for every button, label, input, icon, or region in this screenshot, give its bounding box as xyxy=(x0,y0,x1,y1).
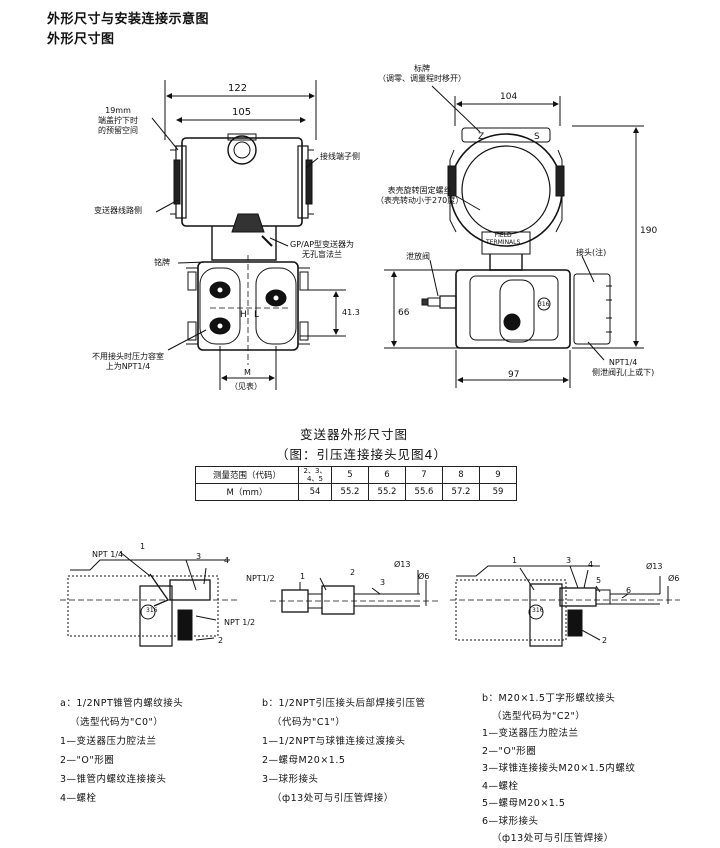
circuit-side-label: 变送器线路侧 xyxy=(94,206,142,215)
table-code: 8 xyxy=(442,466,480,484)
fitting-label: 接头(注) xyxy=(576,248,607,257)
connection-b-drawing xyxy=(270,570,440,615)
desc-line: a：1/2NPT锥管内螺纹接头 xyxy=(60,698,184,709)
b-num-2: 2 xyxy=(350,568,356,577)
desc-line: 4—螺栓 xyxy=(60,793,97,804)
c-num-3: 3 xyxy=(566,556,572,565)
dim-190: 190 xyxy=(640,226,658,236)
dim-105: 105 xyxy=(232,107,252,118)
a-num-1: 1 xyxy=(140,542,146,551)
desc-line: 5—螺母M20×1.5 xyxy=(482,798,566,809)
table-value: 54 xyxy=(298,483,332,501)
b-d6: Ø6 xyxy=(418,572,430,581)
table-note: （图：引压连接接头见图4） xyxy=(276,447,447,462)
page-title: 外形尺寸与安装连接示意图 xyxy=(47,12,210,27)
desc-line: （ф13处可与引压管焊接） xyxy=(272,793,394,804)
side-vent-label: NPT1/4 侧泄阀孔(上或下) xyxy=(592,358,655,377)
c-num-4: 4 xyxy=(588,560,594,569)
cover-space-label: 19mm 端盖拧下时 的预留空间 xyxy=(98,106,138,135)
field-terminals-text: FIELD TERMINALS xyxy=(486,232,521,246)
table-code: 2、3、 4、5 xyxy=(298,466,332,484)
c-d13: Ø13 xyxy=(646,562,663,571)
table-caption: 变送器外形尺寸图 xyxy=(300,427,409,442)
unused-port-label: 不用接头时压力容室 上为NPT1/4 xyxy=(92,352,164,371)
c-num-1: 1 xyxy=(512,556,518,565)
table-value: 55.6 xyxy=(405,483,443,501)
table-code: 7 xyxy=(405,466,443,484)
nameplate-label: 铭牌 xyxy=(154,258,170,267)
s-mark: S xyxy=(534,132,540,142)
b-num-1: 1 xyxy=(300,572,306,581)
l-label: L xyxy=(254,310,260,320)
dim-41-3: 41.3 xyxy=(342,308,360,317)
vent-valve-label: 泄放阀 xyxy=(406,252,430,261)
desc-line: 3—球锥连接接头M20×1.5内螺纹 xyxy=(482,763,636,774)
desc-line: b：M20×1.5丁字形螺纹接头 xyxy=(482,693,616,704)
desc-line: 3—球形接头 xyxy=(262,774,319,785)
table-code: 5 xyxy=(331,466,369,484)
table-code: 6 xyxy=(368,466,406,484)
desc-line: b：1/2NPT引压接头后部焊接引压管 xyxy=(262,698,426,709)
h-label: H xyxy=(240,310,247,320)
table-row-label: M（mm） xyxy=(195,483,299,501)
dim-104: 104 xyxy=(500,92,518,102)
desc-line: 6—球形接头 xyxy=(482,815,539,827)
table-value: 55.2 xyxy=(368,483,406,501)
desc-line: 1—变送器压力腔法兰 xyxy=(482,728,579,739)
table-value: 55.2 xyxy=(331,483,369,501)
connection-a-drawing xyxy=(60,551,238,647)
desc-line: 2—"O"形圈 xyxy=(60,755,115,766)
dim-97: 97 xyxy=(508,370,520,380)
desc-b: b：1/2NPT引压接头后部焊接引压管 （代码为"C1"） 1—1/2NPT与球… xyxy=(262,694,425,808)
a-npt14: NPT 1/4 xyxy=(92,550,124,559)
a-316: 316 xyxy=(146,607,158,614)
b-d13: Ø13 xyxy=(394,560,411,569)
desc-c: b：M20×1.5丁字形螺纹接头 （选型代码为"C2"） 1—变送器压力腔法兰 … xyxy=(482,690,635,848)
desc-line: （代码为"C1"） xyxy=(272,717,346,728)
table-row: M（mm） 54 55.2 55.2 55.6 57.2 59 xyxy=(195,483,517,501)
desc-line: （选型代码为"C2"） xyxy=(492,710,586,722)
b-npt12: NPT1/2 xyxy=(246,574,275,583)
housing-screw-label: 表壳旋转固定螺丝 （表壳转动小于270度） xyxy=(376,186,464,205)
a-num-3: 3 xyxy=(196,552,202,561)
part-316-front: 316 xyxy=(538,301,550,308)
desc-line: 1—变送器压力腔法兰 xyxy=(60,736,157,747)
desc-a: a：1/2NPT锥管内螺纹接头 （选型代码为"C0"） 1—变送器压力腔法兰 2… xyxy=(60,694,183,808)
desc-line: 3—锥管内螺纹连接接头 xyxy=(60,774,167,785)
table-row: 测量范围（代码） 2、3、 4、5 5 6 7 8 9 xyxy=(195,466,517,484)
dimension-table: 测量范围（代码） 2、3、 4、5 5 6 7 8 9 M（mm） 54 55.… xyxy=(195,466,517,501)
dim-m-note: （见表） xyxy=(230,382,262,391)
front-view xyxy=(384,85,644,388)
desc-line: 2—螺母M20×1.5 xyxy=(262,755,346,766)
a-num-4: 4 xyxy=(224,556,230,565)
label-plate: 标牌 （调零、调量程时移开） xyxy=(378,64,466,83)
table-value: 59 xyxy=(479,483,517,501)
c-d6: Ø6 xyxy=(668,574,680,583)
c-num-5: 5 xyxy=(596,576,602,585)
terminal-side-label: 接线端子侧 xyxy=(320,152,360,161)
desc-line: 2—"O"形圈 xyxy=(482,745,537,757)
side-view xyxy=(151,80,346,390)
connection-c-drawing xyxy=(450,565,680,647)
page-subtitle: 外形尺寸图 xyxy=(47,32,115,47)
desc-line: （选型代码为"C0"） xyxy=(70,717,164,728)
desc-line: 1—1/2NPT与球锥连接过渡接头 xyxy=(262,736,406,747)
desc-line: 4—螺栓 xyxy=(482,780,519,792)
table-code: 9 xyxy=(479,466,517,484)
dim-66: 66 xyxy=(398,308,410,318)
a-npt12: NPT 1/2 xyxy=(224,618,256,627)
desc-line: （ф13处可与引压管焊接） xyxy=(492,833,614,844)
table-header-label: 测量范围（代码） xyxy=(195,466,299,484)
c-num-2: 2 xyxy=(602,636,608,645)
gp-ap-label: GP/AP型变送器为 无孔盲法兰 xyxy=(290,240,355,259)
dim-122: 122 xyxy=(228,83,248,94)
c-316: 316 xyxy=(532,607,544,614)
a-num-2: 2 xyxy=(218,636,224,645)
z-mark: Z xyxy=(478,132,485,142)
b-num-3: 3 xyxy=(380,578,386,587)
dim-m: M xyxy=(244,368,251,377)
table-value: 57.2 xyxy=(442,483,480,501)
c-num-6: 6 xyxy=(626,586,632,595)
